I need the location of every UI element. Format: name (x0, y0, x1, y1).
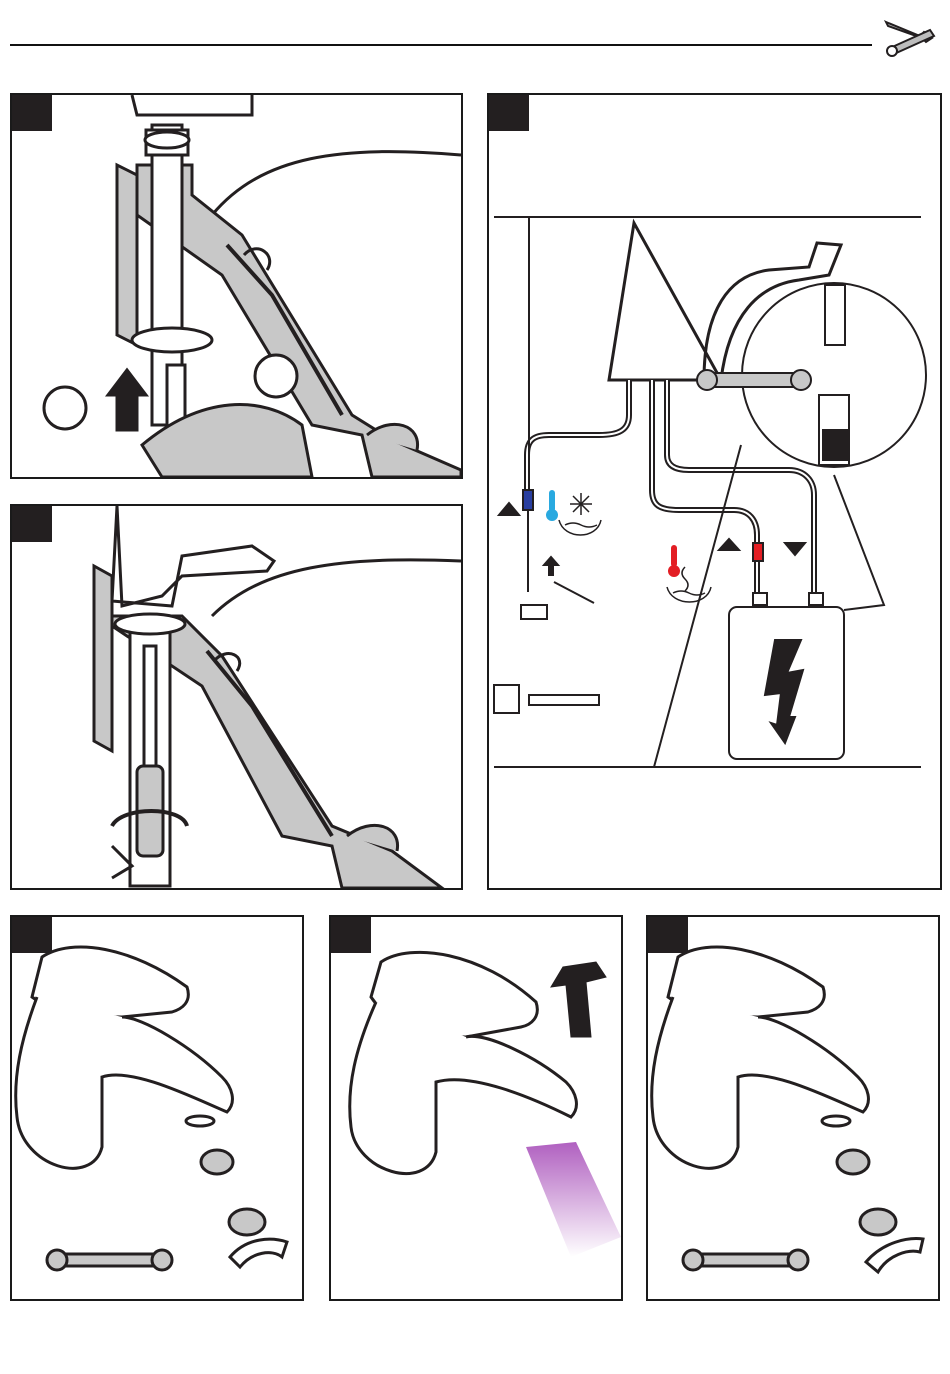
faucet-flush-illustration (331, 917, 621, 1299)
step-panel-screwdriver (10, 504, 463, 890)
screwdriver-illustration (12, 506, 461, 888)
water-basin-icon (559, 520, 711, 602)
step-panel-connect-hoses (487, 93, 942, 890)
wrench-screwdriver-icon (880, 8, 942, 64)
cold-water-thermometer-icon (549, 490, 555, 512)
header-rule (10, 44, 872, 46)
step-panel-flush (329, 915, 623, 1301)
tighten-nut-illustration (12, 95, 461, 477)
step-panel-remove-aerator (10, 915, 304, 1301)
snowflake-icon (570, 493, 592, 515)
step-panel-tighten-nut (10, 93, 463, 479)
connect-hoses-illustration (489, 95, 940, 888)
faucet-aerator-removal-illustration (12, 917, 302, 1299)
faucet-aerator-install-illustration (648, 917, 938, 1299)
step-panel-install-aerator (646, 915, 940, 1301)
hot-water-thermometer-icon (671, 545, 677, 567)
